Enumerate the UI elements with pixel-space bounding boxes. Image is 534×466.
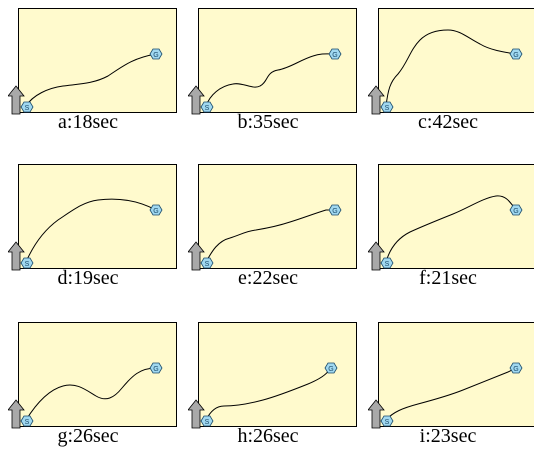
trial-letter: f (419, 267, 426, 289)
start-marker-label: S (205, 105, 210, 112)
arena (19, 323, 177, 427)
trial-time: 21sec (431, 267, 477, 289)
start-marker-label: S (205, 261, 210, 268)
trial-caption: d:19sec (8, 268, 168, 288)
trial-e: S G e:22sec (188, 156, 348, 308)
trial-caption: f:21sec (368, 268, 528, 288)
trial-f: S G f:21sec (368, 156, 528, 308)
trial-g-panel: S G (8, 314, 180, 432)
start-marker-label: S (25, 105, 30, 112)
trial-time: 22sec (252, 267, 298, 289)
arena (199, 323, 357, 427)
trial-a: S G a:18sec (8, 0, 168, 152)
arena (199, 165, 357, 269)
trial-caption: i:23sec (368, 426, 528, 446)
trial-letter: e (238, 267, 247, 289)
goal-marker-label: G (153, 208, 158, 215)
arena (199, 9, 357, 113)
start-marker-label: S (25, 419, 30, 426)
trial-b: S G b:35sec (188, 0, 348, 152)
trial-caption: h:26sec (188, 426, 348, 446)
trial-letter: d (57, 267, 67, 289)
goal-marker-label: G (513, 208, 518, 215)
goal-marker-label: G (332, 208, 337, 215)
arena (19, 165, 177, 269)
start-marker-label: S (385, 261, 390, 268)
trial-letter: h (237, 425, 247, 447)
trial-caption: a:18sec (8, 112, 168, 132)
arena (19, 9, 177, 113)
trial-b-panel: S G (188, 0, 360, 118)
trial-d-panel: S G (8, 156, 180, 274)
start-marker-label: S (385, 419, 390, 426)
trial-caption: b:35sec (188, 112, 348, 132)
trial-i: S G i:23sec (368, 314, 528, 466)
trial-time: 18sec (72, 111, 118, 133)
goal-marker-label: G (328, 366, 333, 373)
trial-e-panel: S G (188, 156, 360, 274)
trial-time: 26sec (253, 425, 299, 447)
goal-marker-label: G (332, 52, 337, 59)
trial-letter: g (57, 425, 67, 447)
trial-d: S G d:19sec (8, 156, 168, 308)
trial-caption: g:26sec (8, 426, 168, 446)
goal-marker-label: G (513, 52, 518, 59)
trial-letter: c (418, 111, 427, 133)
trial-letter: a (58, 111, 67, 133)
goal-marker-label: G (153, 366, 158, 373)
trial-c-panel: S G (368, 0, 534, 118)
start-marker-label: S (205, 419, 210, 426)
trial-a-panel: S G (8, 0, 180, 118)
trial-f-panel: S G (368, 156, 534, 274)
trial-time: 35sec (253, 111, 299, 133)
start-marker-label: S (25, 261, 30, 268)
trial-time: 19sec (73, 267, 119, 289)
trial-c: S G c:42sec (368, 0, 528, 152)
goal-marker-label: G (153, 52, 158, 59)
trial-h-panel: S G (188, 314, 360, 432)
arena (379, 165, 534, 269)
start-marker-label: S (385, 105, 390, 112)
trial-time: 23sec (431, 425, 477, 447)
trial-caption: e:22sec (188, 268, 348, 288)
trial-time: 26sec (73, 425, 119, 447)
trial-letter: b (237, 111, 247, 133)
arena (379, 323, 534, 427)
trial-g: S G g:26sec (8, 314, 168, 466)
trial-time: 42sec (432, 111, 478, 133)
goal-marker-label: G (513, 366, 518, 373)
trial-caption: c:42sec (368, 112, 528, 132)
trial-h: S G h:26sec (188, 314, 348, 466)
trial-i-panel: S G (368, 314, 534, 432)
arena (379, 9, 534, 113)
